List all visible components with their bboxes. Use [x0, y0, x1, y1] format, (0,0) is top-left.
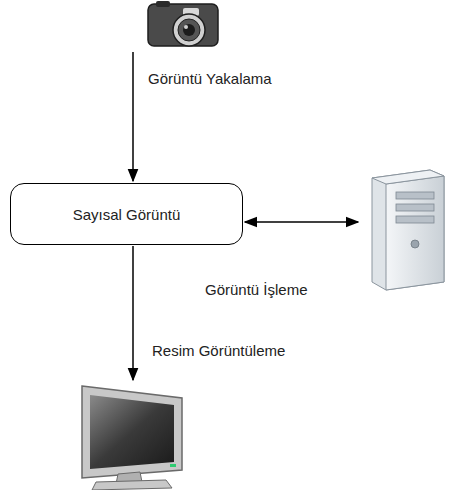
step-label: Görüntü Yakalama: [148, 70, 272, 87]
monitor-icon: [82, 386, 182, 490]
computer-icon: [372, 170, 444, 290]
arrow: [132, 246, 134, 380]
box-text: Sayısal Görüntü: [73, 206, 181, 223]
process-box: Sayısal Görüntü: [10, 183, 243, 245]
camera-icon: [148, 1, 218, 46]
step-label: Görüntü İşleme: [205, 281, 308, 298]
arrow: [132, 52, 134, 181]
step-label: Resim Görüntüleme: [152, 342, 285, 359]
arrow: [245, 221, 358, 223]
